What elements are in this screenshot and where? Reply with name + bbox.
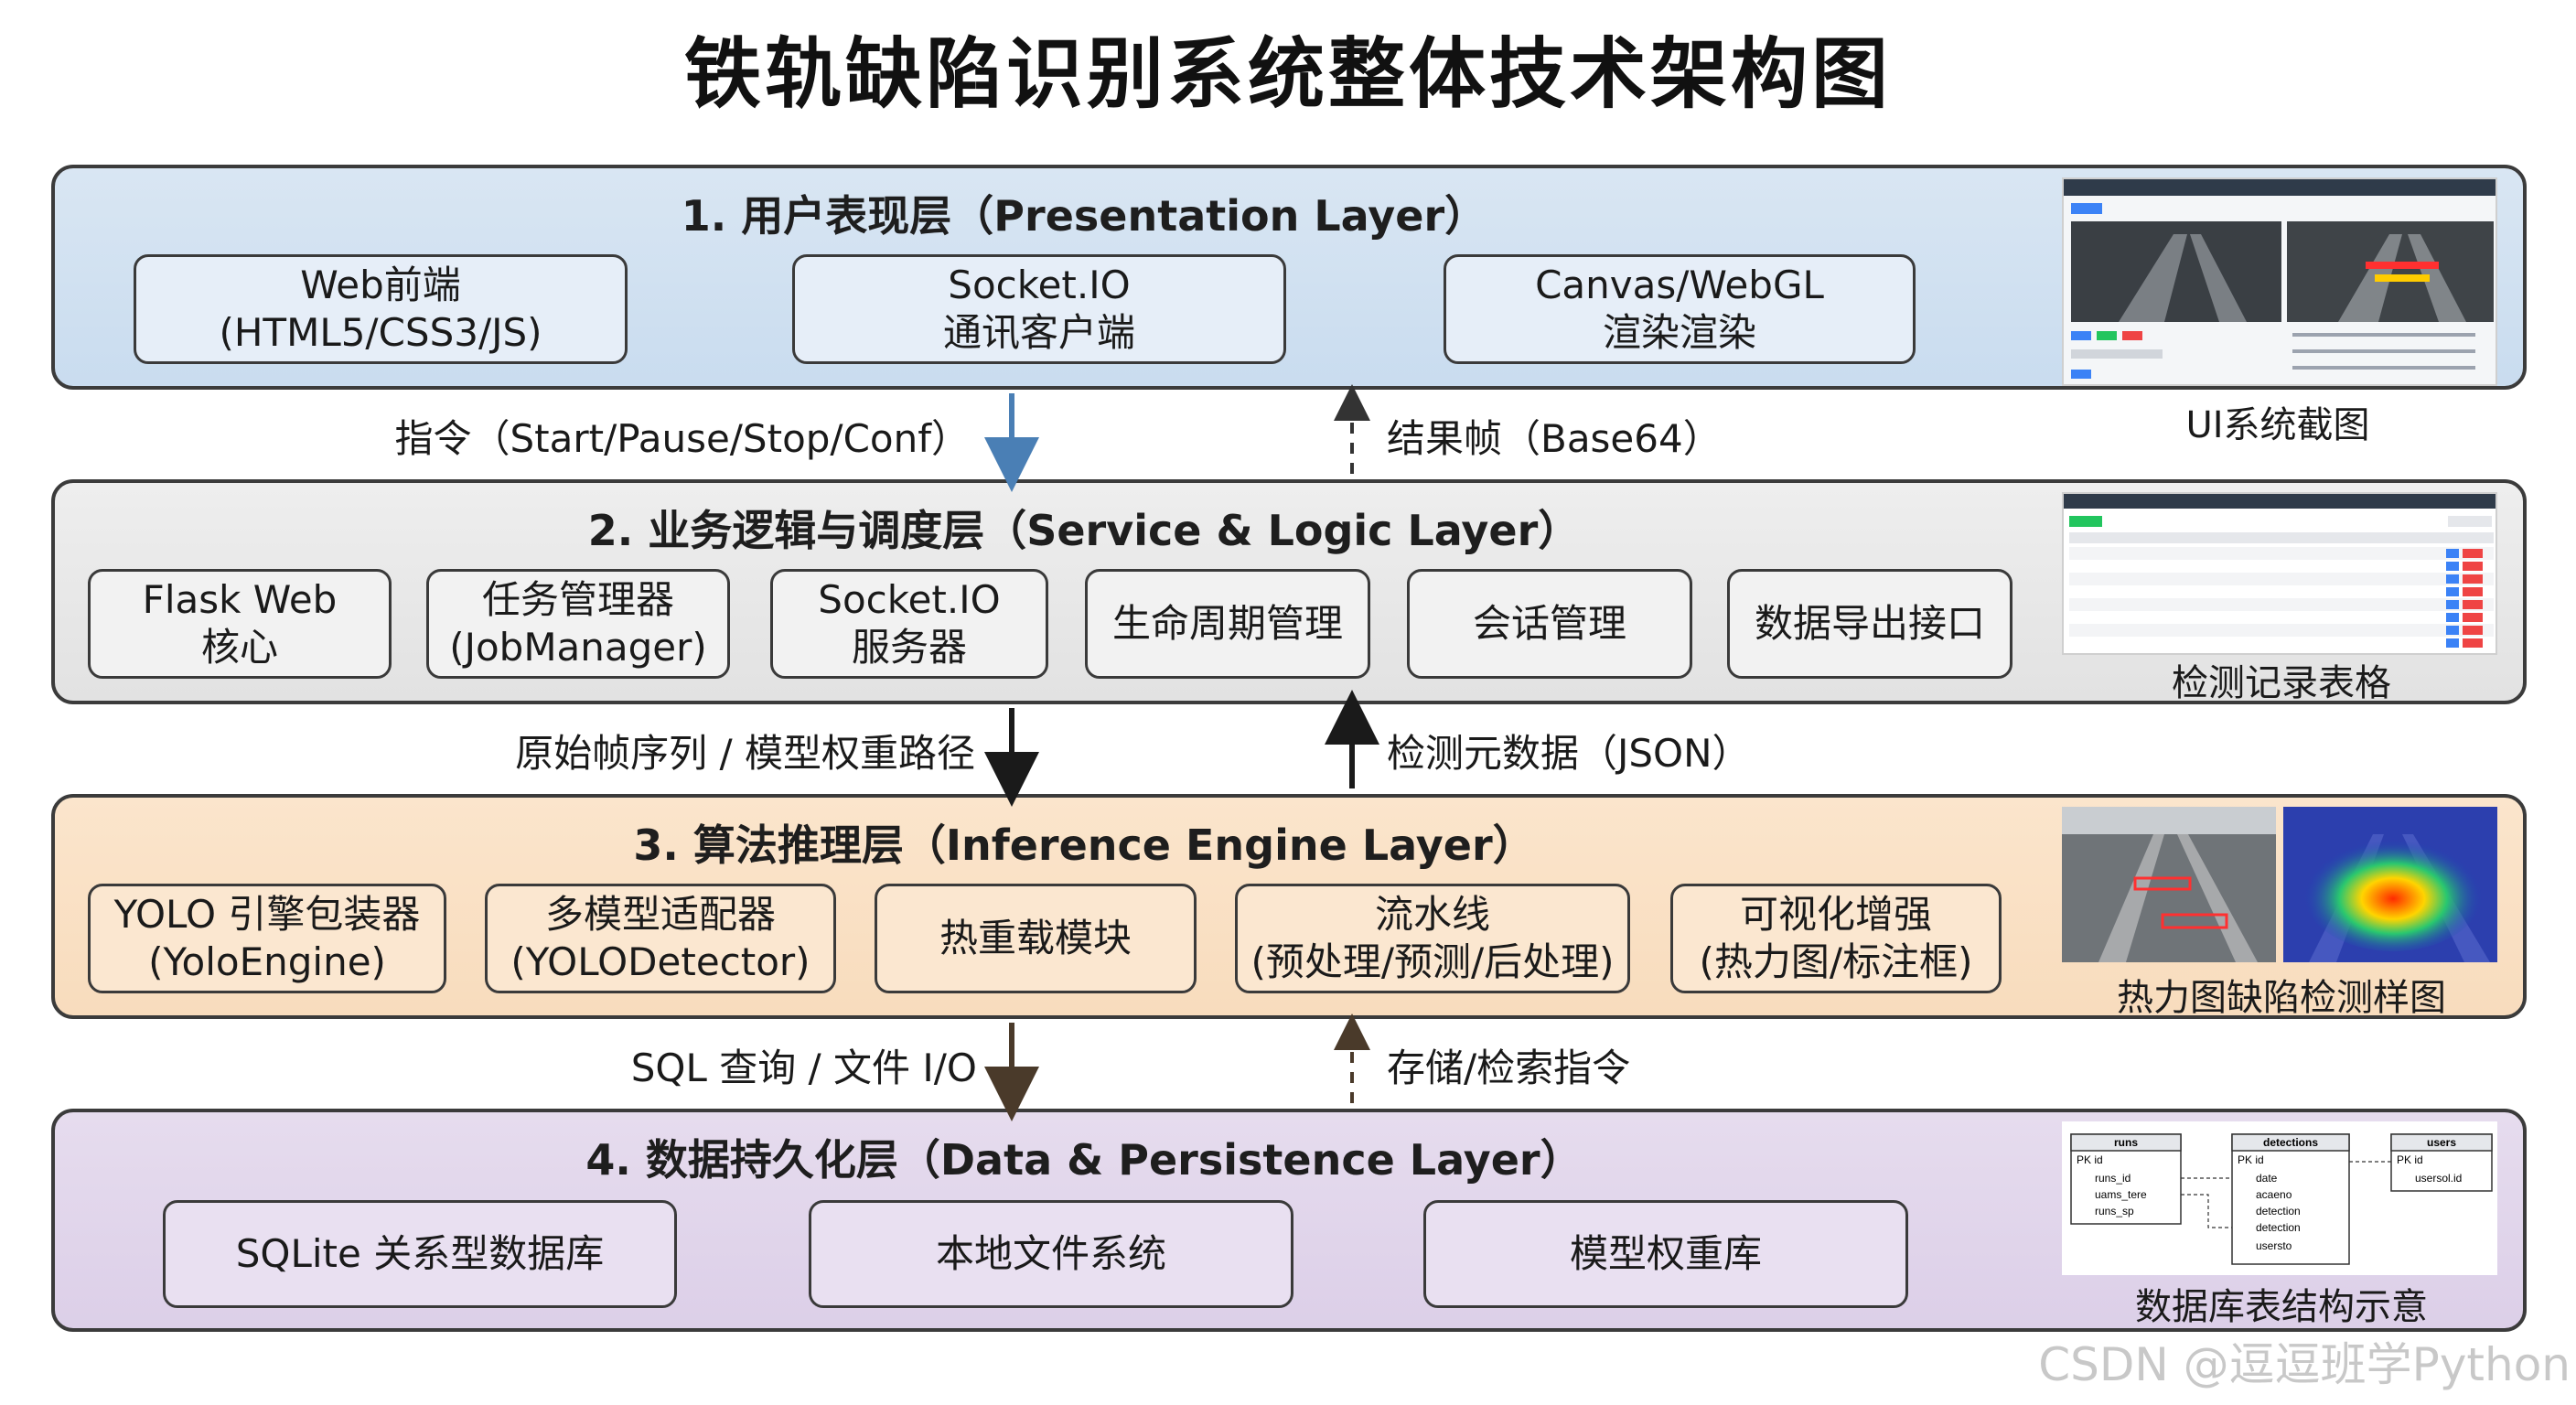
db-table-users: users PK id usersol.id bbox=[2390, 1133, 2493, 1192]
box-line: Canvas/WebGL bbox=[1535, 263, 1824, 307]
db-field: PK id bbox=[2397, 1153, 2423, 1166]
command-arrow-label: 指令（Start/Pause/Stop/Conf） bbox=[394, 416, 970, 461]
db-field: date bbox=[2256, 1172, 2278, 1185]
raw-frames-arrow-label: 原始帧序列 / 模型权重路径 bbox=[515, 731, 975, 776]
box-line: 渲染渲染 bbox=[1602, 310, 1756, 355]
presentation-layer: 1. 用户表现层（Presentation Layer） Web前端 (HTML… bbox=[51, 165, 2527, 390]
box-line: 数据导出接口 bbox=[1754, 601, 1985, 646]
box-line: 热重载模块 bbox=[939, 916, 1132, 960]
ui-screenshot-image bbox=[2062, 177, 2497, 386]
sqlite-database-box: SQLite 关系型数据库 bbox=[163, 1200, 677, 1308]
inference-engine-layer: 3. 算法推理层（Inference Engine Layer） YOLO 引擎… bbox=[51, 794, 2527, 1019]
sql-io-arrow-label: SQL 查询 / 文件 I/O bbox=[630, 1046, 977, 1090]
box-line: Socket.IO bbox=[818, 577, 1001, 622]
box-line: 生命周期管理 bbox=[1111, 601, 1343, 646]
detection-metadata-arrow-label: 检测元数据（JSON） bbox=[1387, 731, 1751, 776]
socketio-server-box: Socket.IO 服务器 bbox=[770, 569, 1048, 679]
box-line: Web前端 bbox=[300, 263, 461, 307]
web-frontend-box: Web前端 (HTML5/CSS3/JS) bbox=[134, 254, 628, 364]
db-table-name: detections bbox=[2263, 1136, 2318, 1149]
db-field: PK id bbox=[2077, 1153, 2103, 1166]
box-line: Flask Web bbox=[142, 577, 338, 622]
db-field: runs_id bbox=[2095, 1172, 2131, 1185]
heatmap-sample-caption: 热力图缺陷检测样图 bbox=[2117, 977, 2446, 1019]
hot-reload-module-box: 热重载模块 bbox=[875, 884, 1197, 993]
layer-title: 1. 用户表现层（Presentation Layer） bbox=[681, 191, 1487, 241]
db-table-name: users bbox=[2427, 1136, 2456, 1149]
box-line: 流水线 bbox=[1374, 892, 1490, 937]
model-weights-repository-box: 模型权重库 bbox=[1423, 1200, 1908, 1308]
box-line: (YOLODetector) bbox=[510, 939, 810, 984]
data-export-interface-box: 数据导出接口 bbox=[1727, 569, 2012, 679]
db-table-name: runs bbox=[2114, 1136, 2138, 1149]
yolo-engine-wrapper-box: YOLO 引擎包装器 (YoloEngine) bbox=[88, 884, 446, 993]
canvas-webgl-box: Canvas/WebGL 渲染渲染 bbox=[1444, 254, 1916, 364]
db-field: usersol.id bbox=[2415, 1172, 2462, 1185]
db-field: PK id bbox=[2238, 1153, 2264, 1166]
records-table-caption: 检测记录表格 bbox=[2172, 662, 2391, 704]
db-schema-caption: 数据库表结构示意 bbox=[2135, 1286, 2428, 1328]
box-line: 通讯客户端 bbox=[942, 310, 1135, 355]
service-logic-layer: 2. 业务逻辑与调度层（Service & Logic Layer） Flask… bbox=[51, 479, 2527, 704]
box-line: (预处理/预测/后处理) bbox=[1250, 939, 1615, 984]
visualization-enhancement-box: 可视化增强 (热力图/标注框) bbox=[1670, 884, 2002, 993]
box-line: Socket.IO bbox=[948, 263, 1131, 307]
local-file-system-box: 本地文件系统 bbox=[809, 1200, 1293, 1308]
result-frame-arrow-label: 结果帧（Base64） bbox=[1387, 416, 1722, 461]
job-manager-box: 任务管理器 (JobManager) bbox=[426, 569, 730, 679]
db-field: usersto bbox=[2256, 1239, 2292, 1252]
db-field: runs_sp bbox=[2095, 1205, 2134, 1217]
db-schema-image: runs PK id runs_id uams_tere runs_sp det… bbox=[2062, 1121, 2497, 1275]
box-line: 模型权重库 bbox=[1569, 1231, 1762, 1276]
watermark: CSDN @逗逗班学Python bbox=[2038, 1338, 2571, 1391]
db-field: detection bbox=[2256, 1221, 2301, 1234]
db-field: detection bbox=[2256, 1205, 2301, 1217]
db-field: acaeno bbox=[2256, 1188, 2292, 1201]
db-table-detections: detections PK id date acaeno detection d… bbox=[2231, 1133, 2350, 1265]
storage-command-arrow-label: 存储/检索指令 bbox=[1387, 1046, 1631, 1090]
box-line: (HTML5/CSS3/JS) bbox=[219, 310, 542, 355]
layer-title: 3. 算法推理层（Inference Engine Layer） bbox=[633, 820, 1535, 870]
heatmap-sample-image bbox=[2062, 807, 2497, 962]
ui-screenshot-caption: UI系统截图 bbox=[2185, 404, 2370, 446]
db-field: uams_tere bbox=[2095, 1188, 2147, 1201]
session-management-box: 会话管理 bbox=[1407, 569, 1692, 679]
box-line: 服务器 bbox=[851, 625, 967, 670]
box-line: 会话管理 bbox=[1472, 601, 1626, 646]
lifecycle-management-box: 生命周期管理 bbox=[1085, 569, 1370, 679]
box-line: (JobManager) bbox=[449, 625, 707, 670]
box-line: YOLO 引擎包装器 bbox=[113, 892, 421, 937]
pipeline-box: 流水线 (预处理/预测/后处理) bbox=[1235, 884, 1630, 993]
box-line: 本地文件系统 bbox=[935, 1231, 1166, 1276]
box-line: (YoloEngine) bbox=[148, 939, 386, 984]
box-line: (热力图/标注框) bbox=[1699, 939, 1973, 984]
layer-title: 2. 业务逻辑与调度层（Service & Logic Layer） bbox=[587, 506, 1581, 555]
diagram-title: 铁轨缺陷识别系统整体技术架构图 bbox=[683, 29, 1892, 119]
socketio-client-box: Socket.IO 通讯客户端 bbox=[792, 254, 1286, 364]
layer-title: 4. 数据持久化层（Data & Persistence Layer） bbox=[585, 1135, 1583, 1185]
box-line: 任务管理器 bbox=[481, 577, 674, 622]
data-persistence-layer: 4. 数据持久化层（Data & Persistence Layer） SQLi… bbox=[51, 1109, 2527, 1332]
box-line: 可视化增强 bbox=[1739, 892, 1932, 937]
flask-web-box: Flask Web 核心 bbox=[88, 569, 392, 679]
box-line: 核心 bbox=[200, 625, 278, 670]
box-line: SQLite 关系型数据库 bbox=[235, 1231, 605, 1276]
records-table-image bbox=[2062, 492, 2497, 655]
db-table-runs: runs PK id runs_id uams_tere runs_sp bbox=[2070, 1133, 2182, 1225]
box-line: 多模型适配器 bbox=[544, 892, 776, 937]
multi-model-adapter-box: 多模型适配器 (YOLODetector) bbox=[485, 884, 836, 993]
